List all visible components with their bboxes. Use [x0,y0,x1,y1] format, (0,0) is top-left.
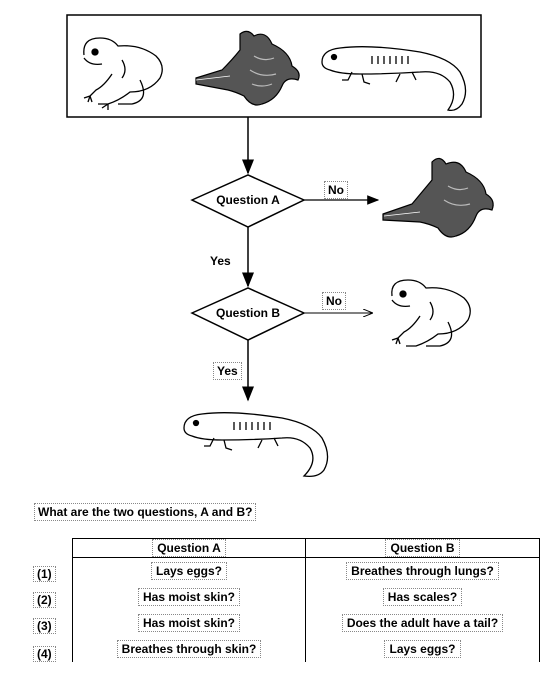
no-label-b: No [322,292,346,310]
option-number-2[interactable]: (2) [33,592,56,608]
row-3-question-a: Has moist skin? [137,614,241,632]
row-4-question-b: Lays eggs? [384,640,461,658]
animals-box [66,14,482,118]
option-number-1[interactable]: (1) [33,566,56,582]
table-row[interactable]: Breathes through skin? Lays eggs? [72,636,540,662]
row-1-question-b: Breathes through lungs? [346,562,499,580]
header-question-b: Question B [385,539,460,557]
question-prompt: What are the two questions, A and B? [34,503,257,521]
frog-result-icon [391,279,471,347]
option-number-3[interactable]: (3) [33,618,56,634]
yes-label-b: Yes [213,362,242,380]
row-1-question-a: Lays eggs? [150,562,228,580]
options-table: Question A Question B Lays eggs? Breathe… [72,538,540,662]
no-label-a: No [324,181,348,199]
row-2-question-a: Has moist skin? [137,588,241,606]
table-header-row: Question A Question B [72,538,540,558]
row-4-question-a: Breathes through skin? [116,640,262,658]
question-a-label: Question A [216,193,280,207]
yes-label-a: Yes [206,252,235,270]
frog-icon [83,37,163,110]
table-row[interactable]: Lays eggs? Breathes through lungs? [72,557,540,584]
crocodile-icon [195,30,300,106]
flowchart: Question A Question B [66,14,494,478]
header-question-a: Question A [152,539,226,557]
salamander-icon [321,46,467,112]
option-number-4[interactable]: (4) [33,646,56,662]
table-row[interactable]: Has moist skin? Does the adult have a ta… [72,610,540,636]
row-3-question-b: Does the adult have a tail? [341,614,504,632]
crocodile-result-icon [382,157,494,238]
table-row[interactable]: Has moist skin? Has scales? [72,584,540,610]
row-2-question-b: Has scales? [382,588,463,606]
question-b-label: Question B [216,306,280,320]
salamander-result-icon [183,412,329,478]
